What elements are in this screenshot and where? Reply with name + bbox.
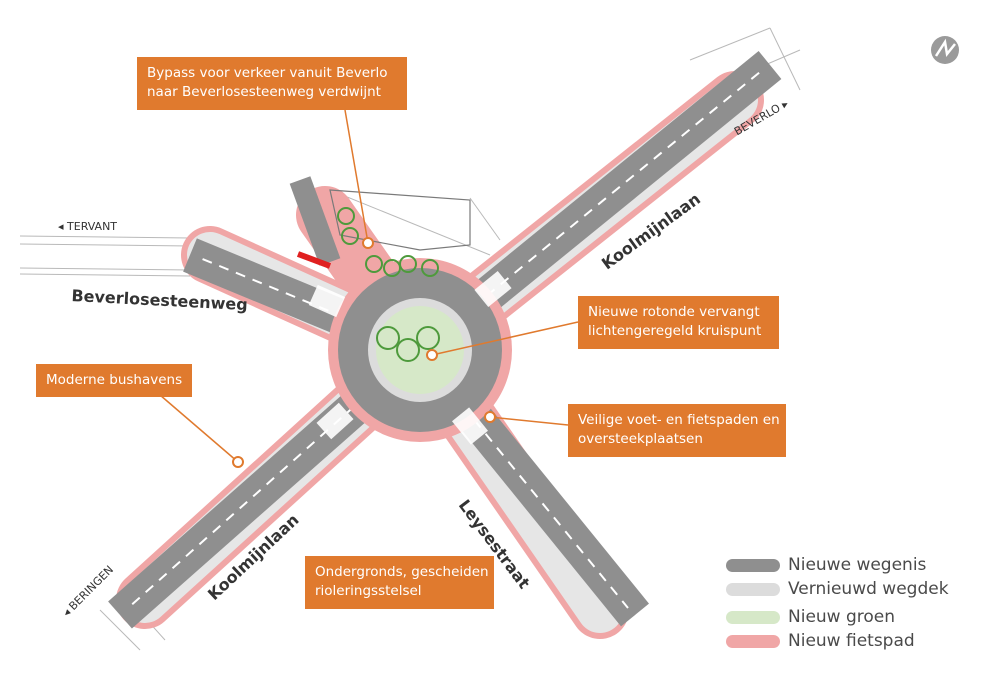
callout-fietspaden-line2: oversteekplaatsen (578, 431, 703, 447)
legend-label: Nieuw groen (788, 607, 896, 627)
callout-bypass-line1: Bypass voor verkeer vanuit Beverlo (147, 65, 388, 81)
callout-riolering-line2: rioleringsstelsel (315, 583, 422, 599)
legend-label: Vernieuwd wegdek (788, 579, 949, 599)
trees (337, 207, 440, 362)
direction-tervant: ◂ TERVANT (58, 220, 118, 233)
callout-rotonde-line1: Nieuwe rotonde vervangt (588, 304, 760, 320)
legend-swatch (726, 558, 780, 572)
legend-swatch (726, 634, 780, 648)
legend-swatch (726, 582, 780, 596)
building-outline (329, 189, 471, 251)
callout-bushavens: Moderne bushavens (36, 364, 192, 397)
callout-rotonde-line2: lichtengeregeld kruispunt (588, 323, 762, 339)
legend-item-vernieuwd-wegdek: Vernieuwd wegdek (726, 576, 949, 602)
pedestrian-crossings (308, 271, 512, 445)
callout-anchor-dots (232, 237, 496, 468)
callout-rotonde: Nieuwe rotonde vervangt lichtengeregeld … (578, 296, 779, 349)
callout-bushavens-line1: Moderne bushavens (46, 372, 183, 388)
legend-swatch (726, 610, 780, 624)
callout-bypass: Bypass voor verkeer vanuit Beverlo naar … (137, 57, 407, 110)
callout-fietspaden: Veilige voet- en fietspaden en oversteek… (568, 404, 786, 457)
legend-item-nieuw-groen: Nieuw groen (726, 604, 895, 630)
callout-leader-lines (159, 109, 579, 463)
legend-item-nieuwe-wegenis: Nieuwe wegenis (726, 552, 926, 578)
brand-logo-icon (931, 36, 959, 64)
callout-riolering-line1: Ondergronds, gescheiden (315, 564, 489, 580)
bypass-removed-segment (296, 251, 332, 269)
legend-item-nieuw-fietspad: Nieuw fietspad (726, 628, 915, 654)
callout-riolering: Ondergronds, gescheiden rioleringsstelse… (305, 556, 494, 609)
callout-fietspaden-line1: Veilige voet- en fietspaden en (578, 412, 780, 428)
callout-bypass-line2: naar Beverlosesteenweg verdwijnt (147, 84, 381, 100)
legend-label: Nieuw fietspad (788, 631, 915, 651)
legend-label: Nieuwe wegenis (788, 555, 927, 575)
